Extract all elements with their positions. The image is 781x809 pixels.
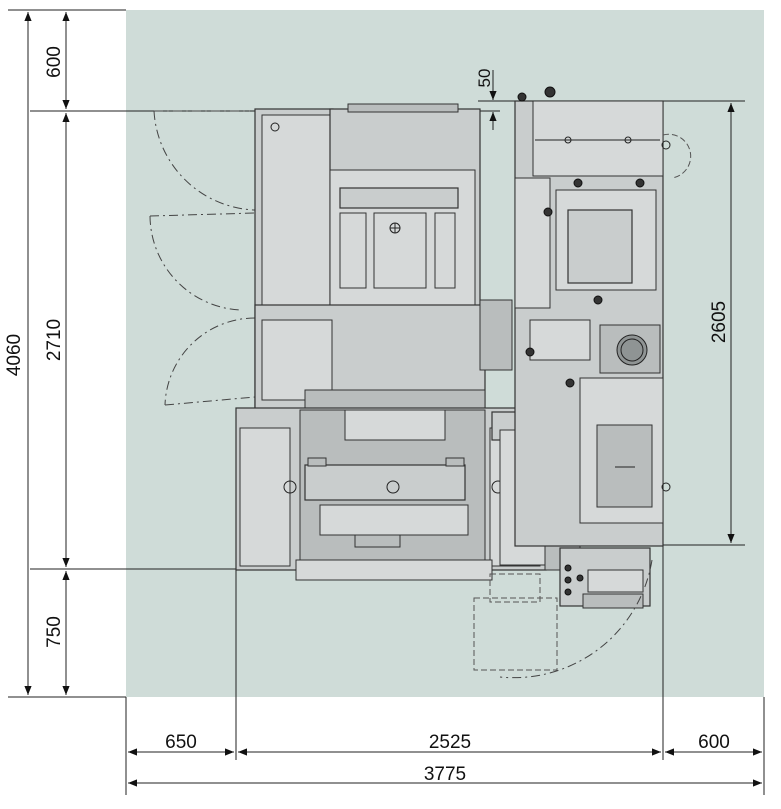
dim-left-middle: 2710 <box>44 319 65 361</box>
dim-bottom-right: 600 <box>698 732 730 753</box>
dim-bottom-middle: 2525 <box>429 732 471 753</box>
dim-left-top: 600 <box>44 46 65 78</box>
left-dimension-lines <box>8 9 255 698</box>
chip-cart-outline <box>473 559 653 679</box>
dim-top-small: 50 <box>475 69 494 88</box>
dim-left-total: 4060 <box>4 334 25 376</box>
cabinet-door-swing <box>662 133 692 179</box>
operator-control-panel <box>559 547 651 609</box>
top-small-dimension <box>478 70 520 130</box>
machine-center-structure <box>254 299 513 416</box>
right-dimension-lines <box>663 100 745 546</box>
dim-left-bottom: 750 <box>44 616 65 648</box>
door-swing-arcs <box>149 110 256 406</box>
dim-bottom-total: 3775 <box>424 764 466 785</box>
electrical-cabinet <box>514 86 671 547</box>
dim-bottom-left: 650 <box>165 732 197 753</box>
bottom-dimension-lines <box>125 545 765 795</box>
dim-right-height: 2605 <box>709 301 730 343</box>
